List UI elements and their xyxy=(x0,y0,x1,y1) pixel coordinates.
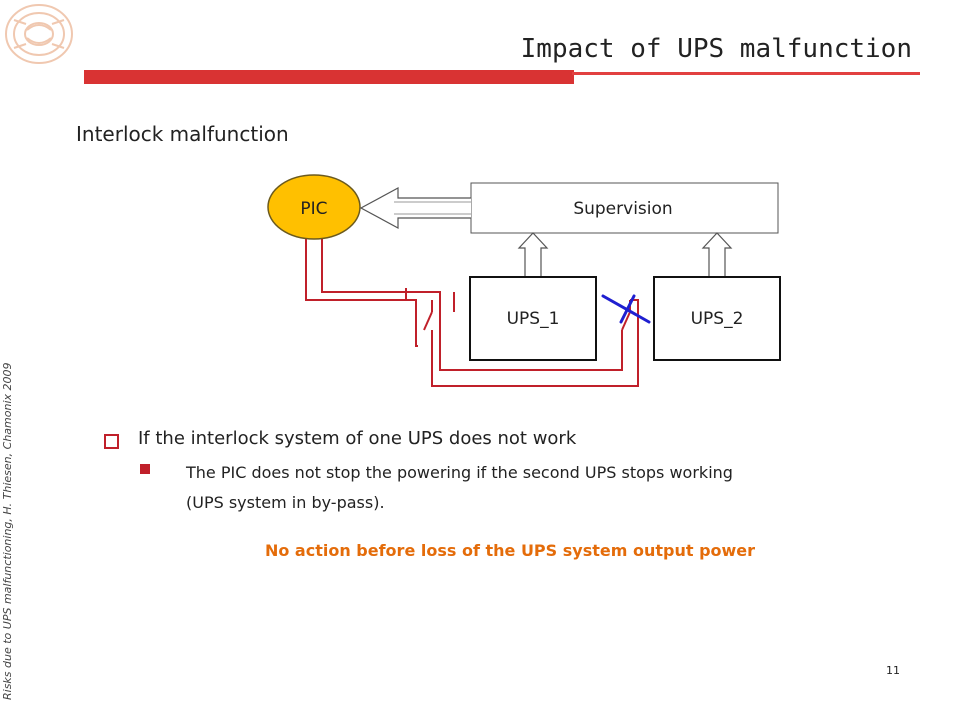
bullet-level2-line1: The PIC does not stop the powering if th… xyxy=(186,463,733,482)
bullet-level2-line2: (UPS system in by-pass). xyxy=(186,493,385,512)
conclusion-text: No action before loss of the UPS system … xyxy=(264,541,756,560)
failure-cross-icon xyxy=(601,294,651,324)
university-seal-logo xyxy=(5,4,73,64)
supervision-to-pic-arrow xyxy=(359,186,471,230)
interlock-wires xyxy=(305,230,639,387)
pic-label: PIC xyxy=(300,199,327,219)
filled-square-bullet-icon xyxy=(140,464,150,474)
page-number: 11 xyxy=(886,664,900,677)
ups1-to-supervision-arrow xyxy=(517,232,549,277)
pic-node xyxy=(267,174,361,240)
title-accent-bar xyxy=(84,70,574,84)
bullet-level1: If the interlock system of one UPS does … xyxy=(138,428,577,449)
ups1-label: UPS_1 xyxy=(507,309,560,329)
ups1-box xyxy=(469,276,597,361)
supervision-label: Supervision xyxy=(573,199,672,219)
ups2-box xyxy=(653,276,781,361)
title-underline xyxy=(572,72,920,75)
hollow-square-bullet-icon xyxy=(104,434,119,449)
ups2-label: UPS_2 xyxy=(691,309,744,329)
ups2-to-supervision-arrow xyxy=(701,232,733,277)
bullet-level2: The PIC does not stop the powering if th… xyxy=(186,458,733,518)
section-subtitle: Interlock malfunction xyxy=(76,122,289,146)
slide-title: Impact of UPS malfunction xyxy=(520,34,912,64)
